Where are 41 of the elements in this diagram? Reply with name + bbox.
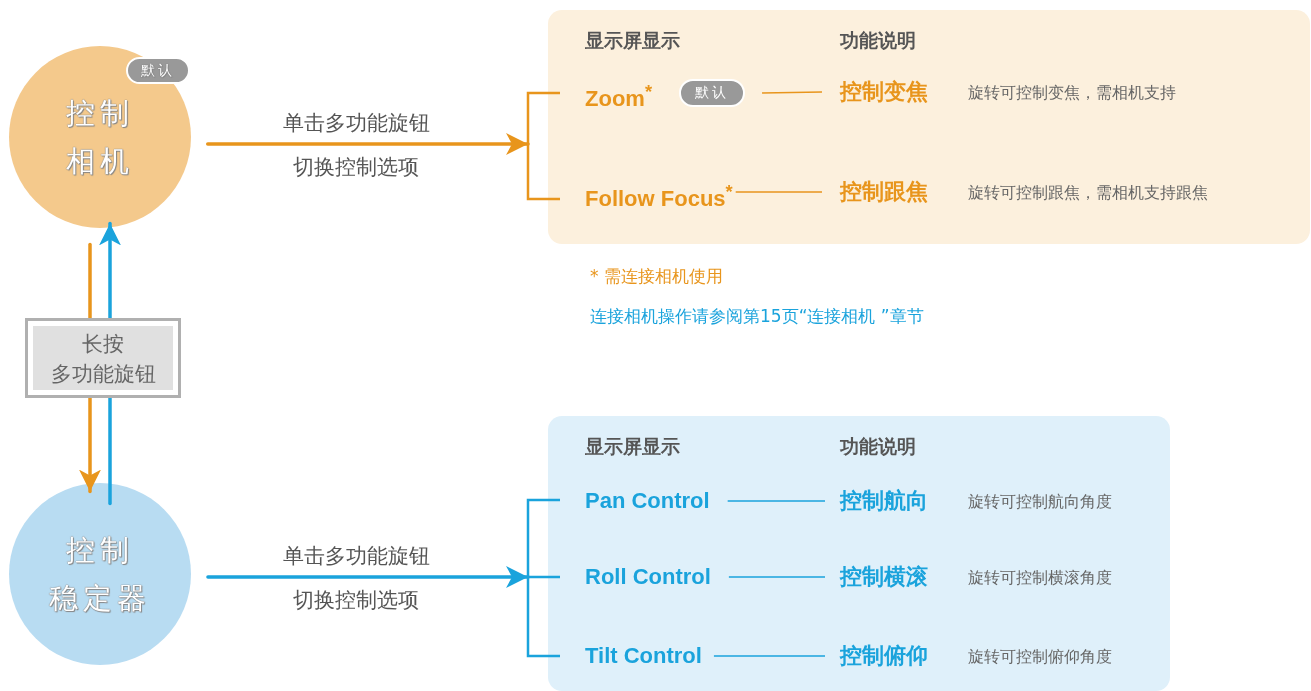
arrow bbox=[79, 396, 101, 494]
footnote: * 需连接相机使用 bbox=[590, 265, 723, 288]
column-header: 显示屏显示 bbox=[585, 434, 680, 459]
arrow bbox=[206, 566, 530, 588]
mode-circle: 控制相机 默认 bbox=[9, 46, 191, 228]
default-badge: 默认 bbox=[679, 79, 745, 107]
function-label: 控制变焦 bbox=[840, 78, 928, 106]
arrow-label: 切换控制选项 bbox=[293, 587, 419, 614]
column-header: 显示屏显示 bbox=[585, 28, 680, 53]
description-text: 旋转可控制航向角度 bbox=[968, 491, 1112, 513]
arrow-label: 单击多功能旋钮 bbox=[282, 543, 430, 570]
description-text: 旋转可控制变焦，需相机支持 bbox=[968, 82, 1176, 104]
option-panel bbox=[548, 416, 1170, 691]
arrow bbox=[99, 221, 121, 320]
column-header: 功能说明 bbox=[840, 434, 916, 459]
connector-line bbox=[713, 655, 826, 657]
description-text: 旋转可控制横滚角度 bbox=[968, 567, 1112, 589]
function-label: 控制航向 bbox=[840, 487, 928, 515]
option-label: Zoom$^{*}$ bbox=[585, 76, 653, 108]
function-label: 控制跟焦 bbox=[840, 178, 928, 206]
connector-line bbox=[727, 500, 826, 502]
option-label: Follow Focus$^{*}$ bbox=[585, 176, 733, 208]
description-text: 旋转可控制俯仰角度 bbox=[968, 646, 1112, 668]
connector-line bbox=[728, 576, 826, 578]
option-panel bbox=[548, 10, 1310, 244]
action-box: 长按多功能旋钮 bbox=[25, 318, 181, 398]
arrow-label: 切换控制选项 bbox=[293, 154, 419, 181]
option-label: Tilt Control bbox=[585, 640, 702, 672]
description-text: 旋转可控制跟焦，需相机支持跟焦 bbox=[968, 182, 1208, 204]
default-badge: 默认 bbox=[126, 57, 190, 84]
arrow-label: 单击多功能旋钮 bbox=[282, 110, 430, 137]
option-label: Roll Control bbox=[585, 561, 711, 593]
column-header: 功能说明 bbox=[840, 28, 916, 53]
arrow bbox=[206, 133, 530, 155]
connector-line bbox=[761, 91, 823, 94]
function-label: 控制横滚 bbox=[840, 563, 928, 591]
footnote: 连接相机操作请参阅第15页“连接相机 ”章节 bbox=[590, 305, 924, 328]
option-label: Pan Control bbox=[585, 485, 710, 517]
function-label: 控制俯仰 bbox=[840, 642, 928, 670]
connector-line bbox=[735, 191, 823, 193]
mode-circle: 控制稳定器 bbox=[9, 483, 191, 665]
